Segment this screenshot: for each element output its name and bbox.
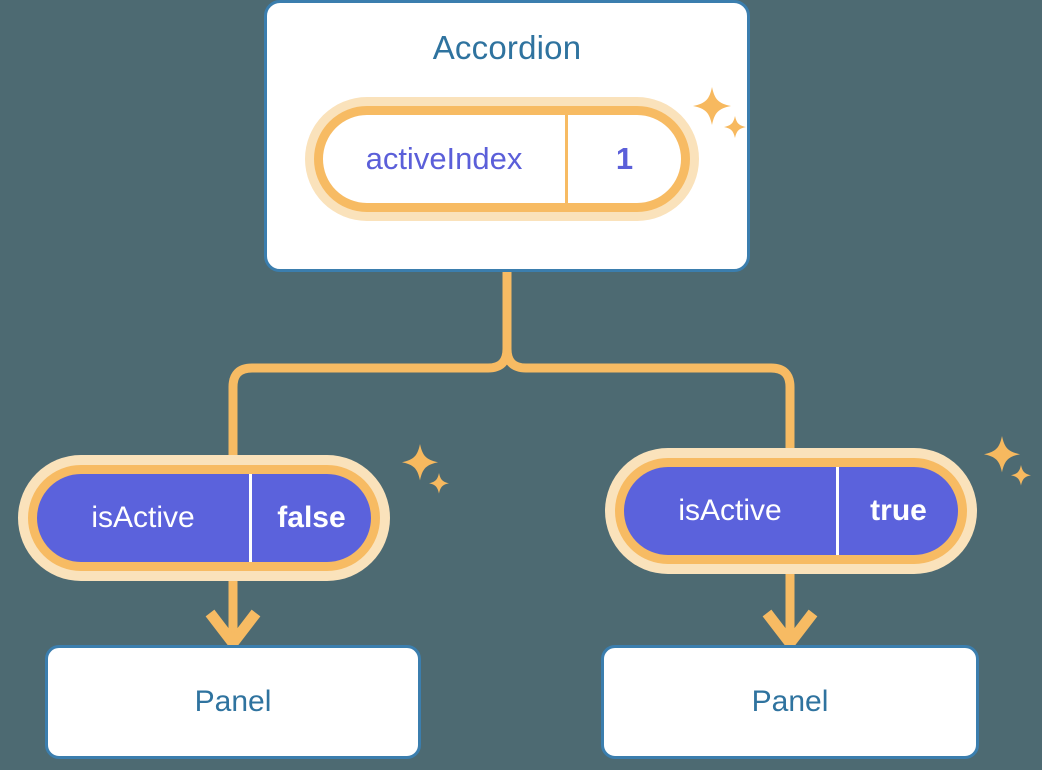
state-value-label: false bbox=[249, 474, 371, 562]
arrow-down-icon-left bbox=[205, 609, 261, 653]
state-value-label: true bbox=[836, 467, 958, 555]
state-key-label: activeIndex bbox=[365, 141, 523, 176]
sparkle-icon bbox=[984, 436, 1031, 486]
sparkle-icon bbox=[402, 444, 449, 494]
arrow-down-icon-right bbox=[762, 609, 818, 653]
panel-node-right[interactable]: Panel bbox=[601, 645, 979, 759]
connector-branch-left bbox=[228, 348, 512, 460]
pill-body: activeIndex 1 bbox=[314, 106, 690, 212]
connector-branch-right bbox=[502, 348, 795, 455]
accordion-state-pill[interactable]: activeIndex 1 bbox=[305, 97, 699, 221]
pill-body: isActive false bbox=[28, 465, 380, 571]
state-key-label: isActive bbox=[91, 501, 195, 534]
state-value-label: 1 bbox=[565, 115, 681, 203]
state-key-label: isActive bbox=[678, 494, 782, 527]
panel-label: Panel bbox=[751, 685, 829, 718]
accordion-title: Accordion bbox=[432, 29, 582, 66]
pill-body: isActive true bbox=[615, 458, 967, 564]
child-state-pill-right[interactable]: isActive true bbox=[605, 448, 977, 574]
child-state-pill-left[interactable]: isActive false bbox=[18, 455, 390, 581]
panel-node-left[interactable]: Panel bbox=[45, 645, 421, 759]
panel-label: Panel bbox=[194, 685, 272, 718]
